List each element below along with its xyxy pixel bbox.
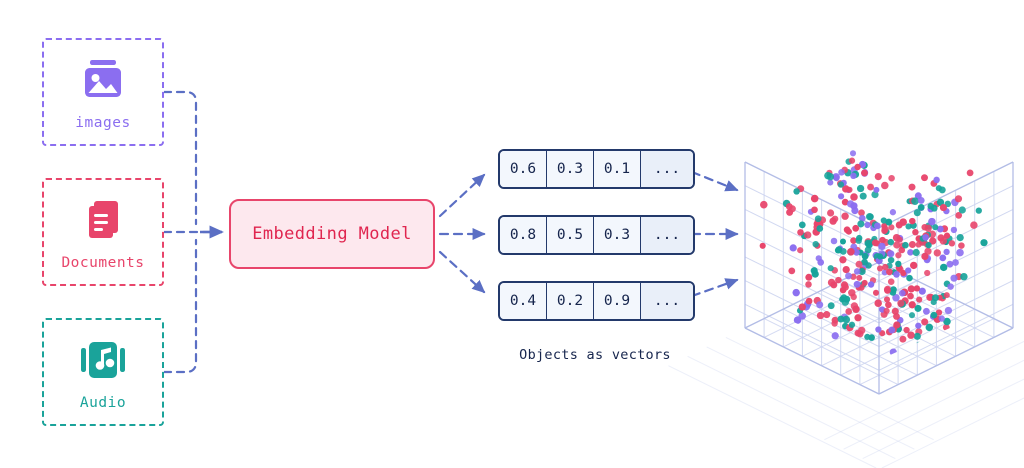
connector-vector-3-to-space xyxy=(690,278,739,298)
vector-row-2[interactable]: 0.8 0.5 0.3 ... xyxy=(498,215,695,255)
image-icon xyxy=(85,59,121,97)
source-label-documents: Documents xyxy=(61,254,145,271)
music-note-icon xyxy=(81,341,125,378)
vector-cell-ellipsis: ... xyxy=(641,283,693,319)
document-icon xyxy=(89,200,118,238)
vector-row-1[interactable]: 0.6 0.3 0.1 ... xyxy=(498,149,695,189)
connector-model-to-vector-1 xyxy=(438,173,486,218)
vector-cell: 0.5 xyxy=(547,217,594,253)
connector-vector-1-to-space xyxy=(690,170,739,192)
vector-cell-ellipsis: ... xyxy=(641,217,693,253)
source-box-documents[interactable]: Documents xyxy=(42,178,164,286)
vector-cell-ellipsis: ... xyxy=(641,151,693,187)
vector-cell: 0.3 xyxy=(547,151,594,187)
connector-model-to-vectors xyxy=(438,173,486,294)
source-label-audio: Audio xyxy=(79,394,127,411)
source-label-images: images xyxy=(75,114,131,131)
vector-cell: 0.3 xyxy=(594,217,641,253)
source-box-audio[interactable]: Audio xyxy=(42,318,164,426)
connector-model-to-vector-3 xyxy=(438,250,486,294)
embedding-model-label: Embedding Model xyxy=(252,224,412,244)
vector-cell: 0.8 xyxy=(500,217,547,253)
connector-images-to-model xyxy=(162,90,198,226)
vector-cell: 0.1 xyxy=(594,151,641,187)
connector-vectors-to-space xyxy=(690,170,739,298)
vector-cell: 0.9 xyxy=(594,283,641,319)
vector-cell: 0.2 xyxy=(547,283,594,319)
vector-space-cube xyxy=(668,150,1024,468)
vector-cell: 0.4 xyxy=(500,283,547,319)
vector-row-3[interactable]: 0.4 0.2 0.9 ... xyxy=(498,281,695,321)
source-box-images[interactable]: images xyxy=(42,38,164,146)
vector-cell: 0.6 xyxy=(500,151,547,187)
vector-space-points xyxy=(759,150,999,356)
vectors-caption: Objects as vectors xyxy=(519,347,671,363)
cube-edges xyxy=(744,161,1014,395)
embedding-model-box[interactable]: Embedding Model xyxy=(229,199,435,269)
connector-audio-to-model xyxy=(162,238,198,374)
